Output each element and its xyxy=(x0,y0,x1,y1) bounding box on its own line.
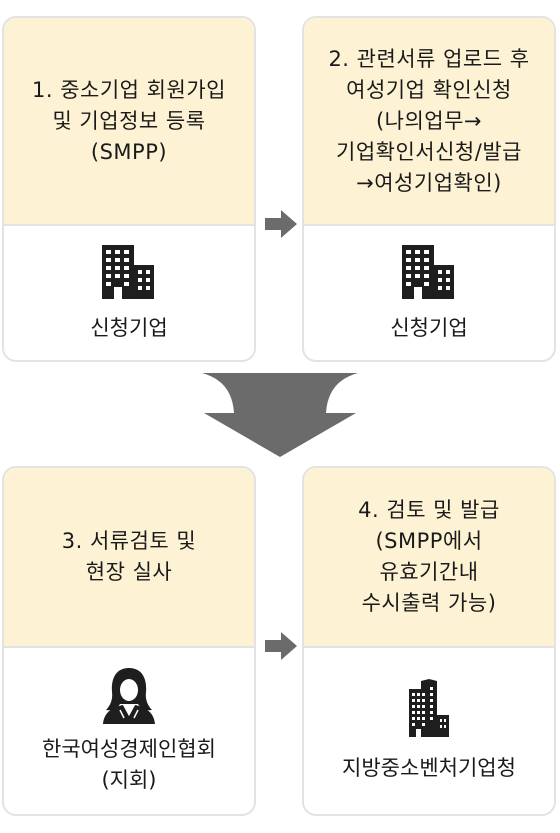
step-1-actor: 신청기업 xyxy=(4,226,254,360)
step-2-header: 2. 관련서류 업로드 후 여성기업 확인신청 (나의업무→ 기업확인서신청/발… xyxy=(304,18,554,226)
step-2-actor: 신청기업 xyxy=(304,226,554,360)
step-card-3: 3. 서류검토 및 현장 실사 한국여성경제인협회 (지회) xyxy=(2,466,256,816)
step-1-role: 신청기업 xyxy=(90,315,168,340)
woman-person-icon xyxy=(103,668,155,724)
arrow-right-icon xyxy=(265,632,297,660)
step-card-1: 1. 중소기업 회원가입 및 기업정보 등록 (SMPP) 신청기업 xyxy=(2,16,256,362)
step-2-role: 신청기업 xyxy=(390,315,468,340)
company-building-icon xyxy=(102,244,154,299)
step-1-text: 1. 중소기업 회원가입 및 기업정보 등록 (SMPP) xyxy=(32,77,226,164)
step-4-text: 4. 검토 및 발급 (SMPP에서 유효기간내 수시출력 가능) xyxy=(358,498,500,615)
step-card-4: 4. 검토 및 발급 (SMPP에서 유효기간내 수시출력 가능) 지방중소벤처… xyxy=(302,466,556,816)
arrow-right-icon xyxy=(265,210,297,238)
step-3-actor: 한국여성경제인협회 (지회) xyxy=(4,648,254,814)
step-1-header: 1. 중소기업 회원가입 및 기업정보 등록 (SMPP) xyxy=(4,18,254,226)
step-3-role: 한국여성경제인협회 (지회) xyxy=(42,737,216,792)
step-2-text: 2. 관련서류 업로드 후 여성기업 확인신청 (나의업무→ 기업확인서신청/발… xyxy=(328,46,530,195)
step-4-header: 4. 검토 및 발급 (SMPP에서 유효기간내 수시출력 가능) xyxy=(304,468,554,648)
step-3-text: 3. 서류검토 및 현장 실사 xyxy=(61,529,197,584)
government-tower-icon xyxy=(409,678,449,737)
step-card-2: 2. 관련서류 업로드 후 여성기업 확인신청 (나의업무→ 기업확인서신청/발… xyxy=(302,16,556,362)
step-4-role: 지방중소벤처기업청 xyxy=(342,755,516,780)
step-3-header: 3. 서류검토 및 현장 실사 xyxy=(4,468,254,648)
step-4-actor: 지방중소벤처기업청 xyxy=(304,648,554,814)
arrow-down-icon xyxy=(202,373,358,457)
company-building-icon xyxy=(402,244,454,299)
